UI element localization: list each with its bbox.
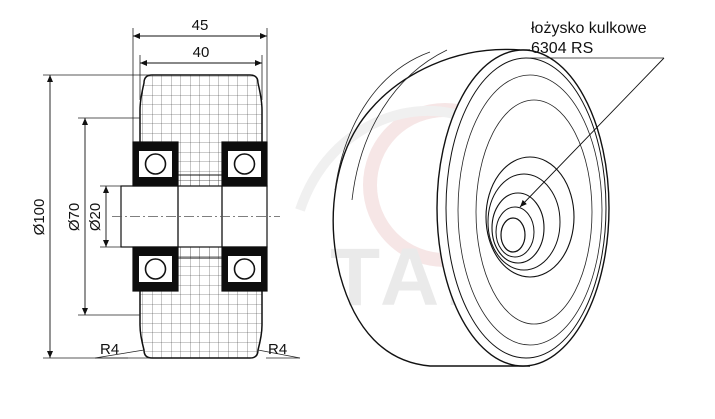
dim-tread-width: 40 — [193, 44, 210, 61]
callout-leader — [519, 57, 665, 208]
bearing-top-left — [132, 141, 179, 187]
hub-outer-ring — [485, 156, 575, 278]
bearing-bottom-left — [132, 246, 179, 292]
front-face-ring-3 — [457, 74, 603, 346]
dim-hub-diameter: Ø70 — [66, 203, 83, 231]
wheel-tread-silhouette — [332, 48, 530, 367]
wheel-perspective-view — [332, 48, 610, 367]
dim-radius-left: R4 — [100, 341, 119, 358]
dim-bore-diameter: Ø20 — [87, 203, 104, 231]
bearing-top-right — [221, 141, 268, 187]
front-face-outer — [436, 49, 610, 367]
dim-overall-width: 45 — [192, 17, 209, 34]
wheel-section-view — [112, 74, 280, 359]
dim-outer-diameter: Ø100 — [31, 199, 48, 236]
dim-radius-right: R4 — [268, 341, 287, 358]
bearing-bottom-right — [221, 246, 268, 292]
bearing-callout: łożysko kulkowe 6304 RS — [519, 20, 665, 208]
bearing-inner-ring — [495, 206, 535, 258]
front-face-ring-4 — [475, 99, 593, 325]
hub-ring-2 — [487, 173, 561, 271]
bearing-spacer-bottom — [177, 246, 223, 259]
front-face-ring-2 — [445, 57, 607, 359]
bearing-spacer-top — [177, 174, 223, 187]
bearing-note-line1: łożysko kulkowe — [531, 20, 647, 37]
bore-hole — [500, 217, 526, 253]
dimension-lines: 45 40 Ø100 Ø70 Ø20 R4 R4 — [31, 17, 301, 359]
bearing-note-line2: 6304 RS — [531, 40, 593, 57]
bearing-outer-ring — [491, 192, 545, 264]
